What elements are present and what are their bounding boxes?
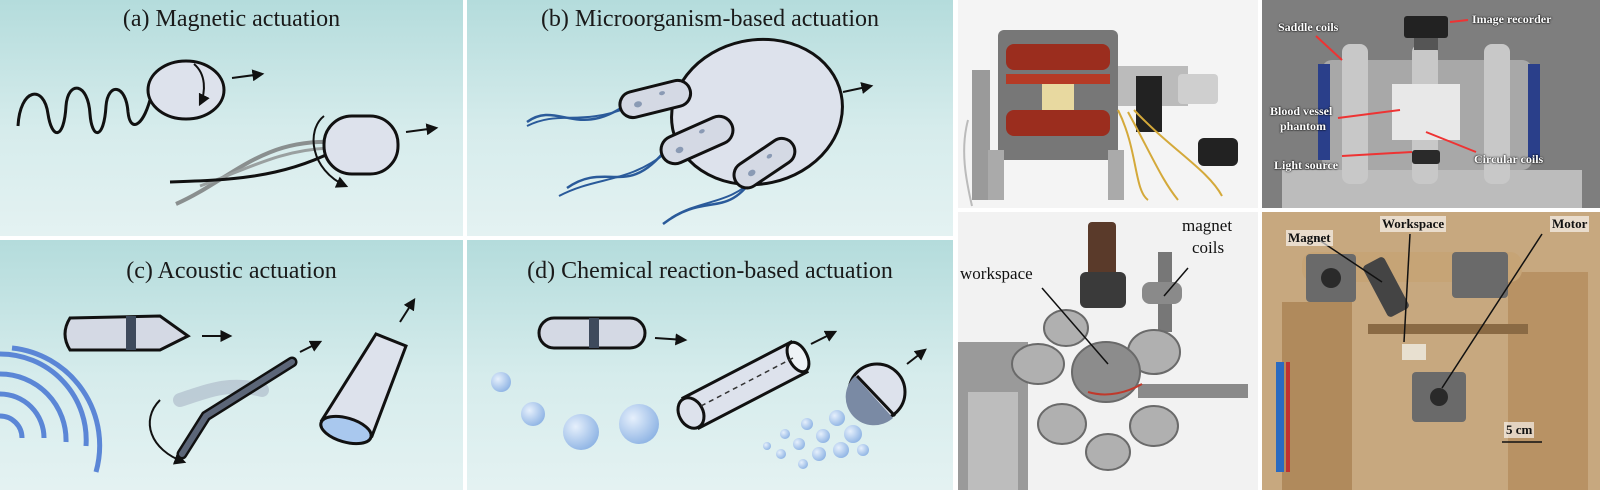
rotation-arrow bbox=[193, 63, 210, 107]
panel-microorganism-actuation: (b) Microorganism-based actuation bbox=[467, 0, 953, 236]
photo-magnet-coil-workspace: workspace magnet coils bbox=[958, 212, 1258, 490]
motion-arrow bbox=[842, 82, 874, 94]
flagellum-tail bbox=[169, 150, 333, 184]
panel-magnetic-actuation: (a) Magnetic actuation bbox=[0, 0, 463, 236]
motion-arrow bbox=[231, 69, 265, 82]
motorized-magnet-rig-image bbox=[1262, 212, 1600, 490]
saddle-coil-rig-image bbox=[1262, 0, 1600, 208]
label-light-source: Light source bbox=[1274, 158, 1339, 172]
label-blood-vessel: Blood vessel bbox=[1270, 104, 1333, 118]
panel-d-title: (d) Chemical reaction-based actuation bbox=[527, 258, 893, 284]
janus-robot bbox=[845, 362, 907, 426]
photo-coil-setup bbox=[958, 0, 1258, 208]
label-rig-magnet: Magnet bbox=[1286, 230, 1333, 246]
label-rig-workspace: Workspace bbox=[1380, 216, 1447, 232]
label-workspace: workspace bbox=[960, 264, 1033, 283]
label-phantom: phantom bbox=[1280, 119, 1327, 133]
panel-acoustic-actuation: (c) Acoustic actuation bbox=[0, 240, 463, 490]
helix-tail bbox=[16, 86, 152, 135]
chemical-actuation-illustration bbox=[491, 316, 927, 469]
magnetic-actuation-illustration bbox=[16, 59, 439, 206]
microorganism-actuation-illustration bbox=[526, 37, 874, 225]
acoustic-actuation-illustration bbox=[0, 297, 416, 473]
label-scale-bar: 5 cm bbox=[1504, 422, 1535, 438]
panel-a-title: (a) Magnetic actuation bbox=[122, 6, 341, 32]
label-circular-coils: Circular coils bbox=[1474, 152, 1544, 166]
bacterium bbox=[618, 78, 693, 120]
panel-chemical-actuation: (d) Chemical reaction-based actuation bbox=[467, 240, 953, 490]
acoustic-wave bbox=[0, 345, 103, 473]
panel-b-title: (b) Microorganism-based actuation bbox=[540, 6, 880, 32]
label-magnet: magnet bbox=[1182, 216, 1233, 235]
magnet-coil-workspace-image bbox=[958, 212, 1258, 490]
label-saddle-coils: Saddle coils bbox=[1278, 20, 1339, 34]
panel-c-title: (c) Acoustic actuation bbox=[126, 258, 337, 284]
label-coils: coils bbox=[1192, 238, 1225, 257]
bubbles bbox=[491, 372, 659, 450]
photo-motorized-magnet-rig: Magnet Workspace Motor 5 cm bbox=[1262, 212, 1600, 490]
label-image-recorder: Image recorder bbox=[1472, 12, 1552, 26]
coil-setup-image bbox=[958, 0, 1258, 208]
label-rig-motor: Motor bbox=[1550, 216, 1590, 232]
helical-robot-head bbox=[146, 59, 226, 121]
photo-saddle-coil-rig: Saddle coils Image recorder Blood vessel… bbox=[1262, 0, 1600, 208]
flagellated-robot-head bbox=[322, 114, 400, 176]
